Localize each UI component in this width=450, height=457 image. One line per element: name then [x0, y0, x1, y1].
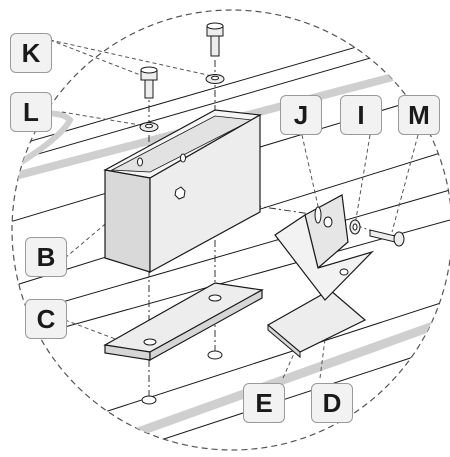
base-hole-left: [141, 395, 157, 405]
bolt-m: [369, 229, 405, 247]
box-b: [103, 109, 262, 274]
plate-e: [266, 289, 367, 359]
nut-l-right: [205, 74, 225, 84]
label-j: J: [280, 95, 322, 135]
label-i: I: [340, 95, 382, 135]
base-hole-right: [207, 350, 223, 360]
label-l: L: [10, 92, 52, 132]
label-d: D: [311, 383, 353, 423]
nut-l-left: [139, 122, 159, 132]
label-e: E: [243, 383, 285, 423]
bolt-k-right: [206, 22, 224, 57]
detail-circle: [11, 9, 450, 451]
label-b: B: [25, 237, 67, 277]
plate-c: [103, 282, 264, 362]
bracket-j: [274, 194, 375, 301]
label-c: C: [25, 299, 67, 339]
bolt-k-left: [140, 66, 158, 99]
label-m: M: [398, 95, 440, 135]
label-k: K: [10, 33, 52, 73]
washer-i: [349, 219, 361, 235]
